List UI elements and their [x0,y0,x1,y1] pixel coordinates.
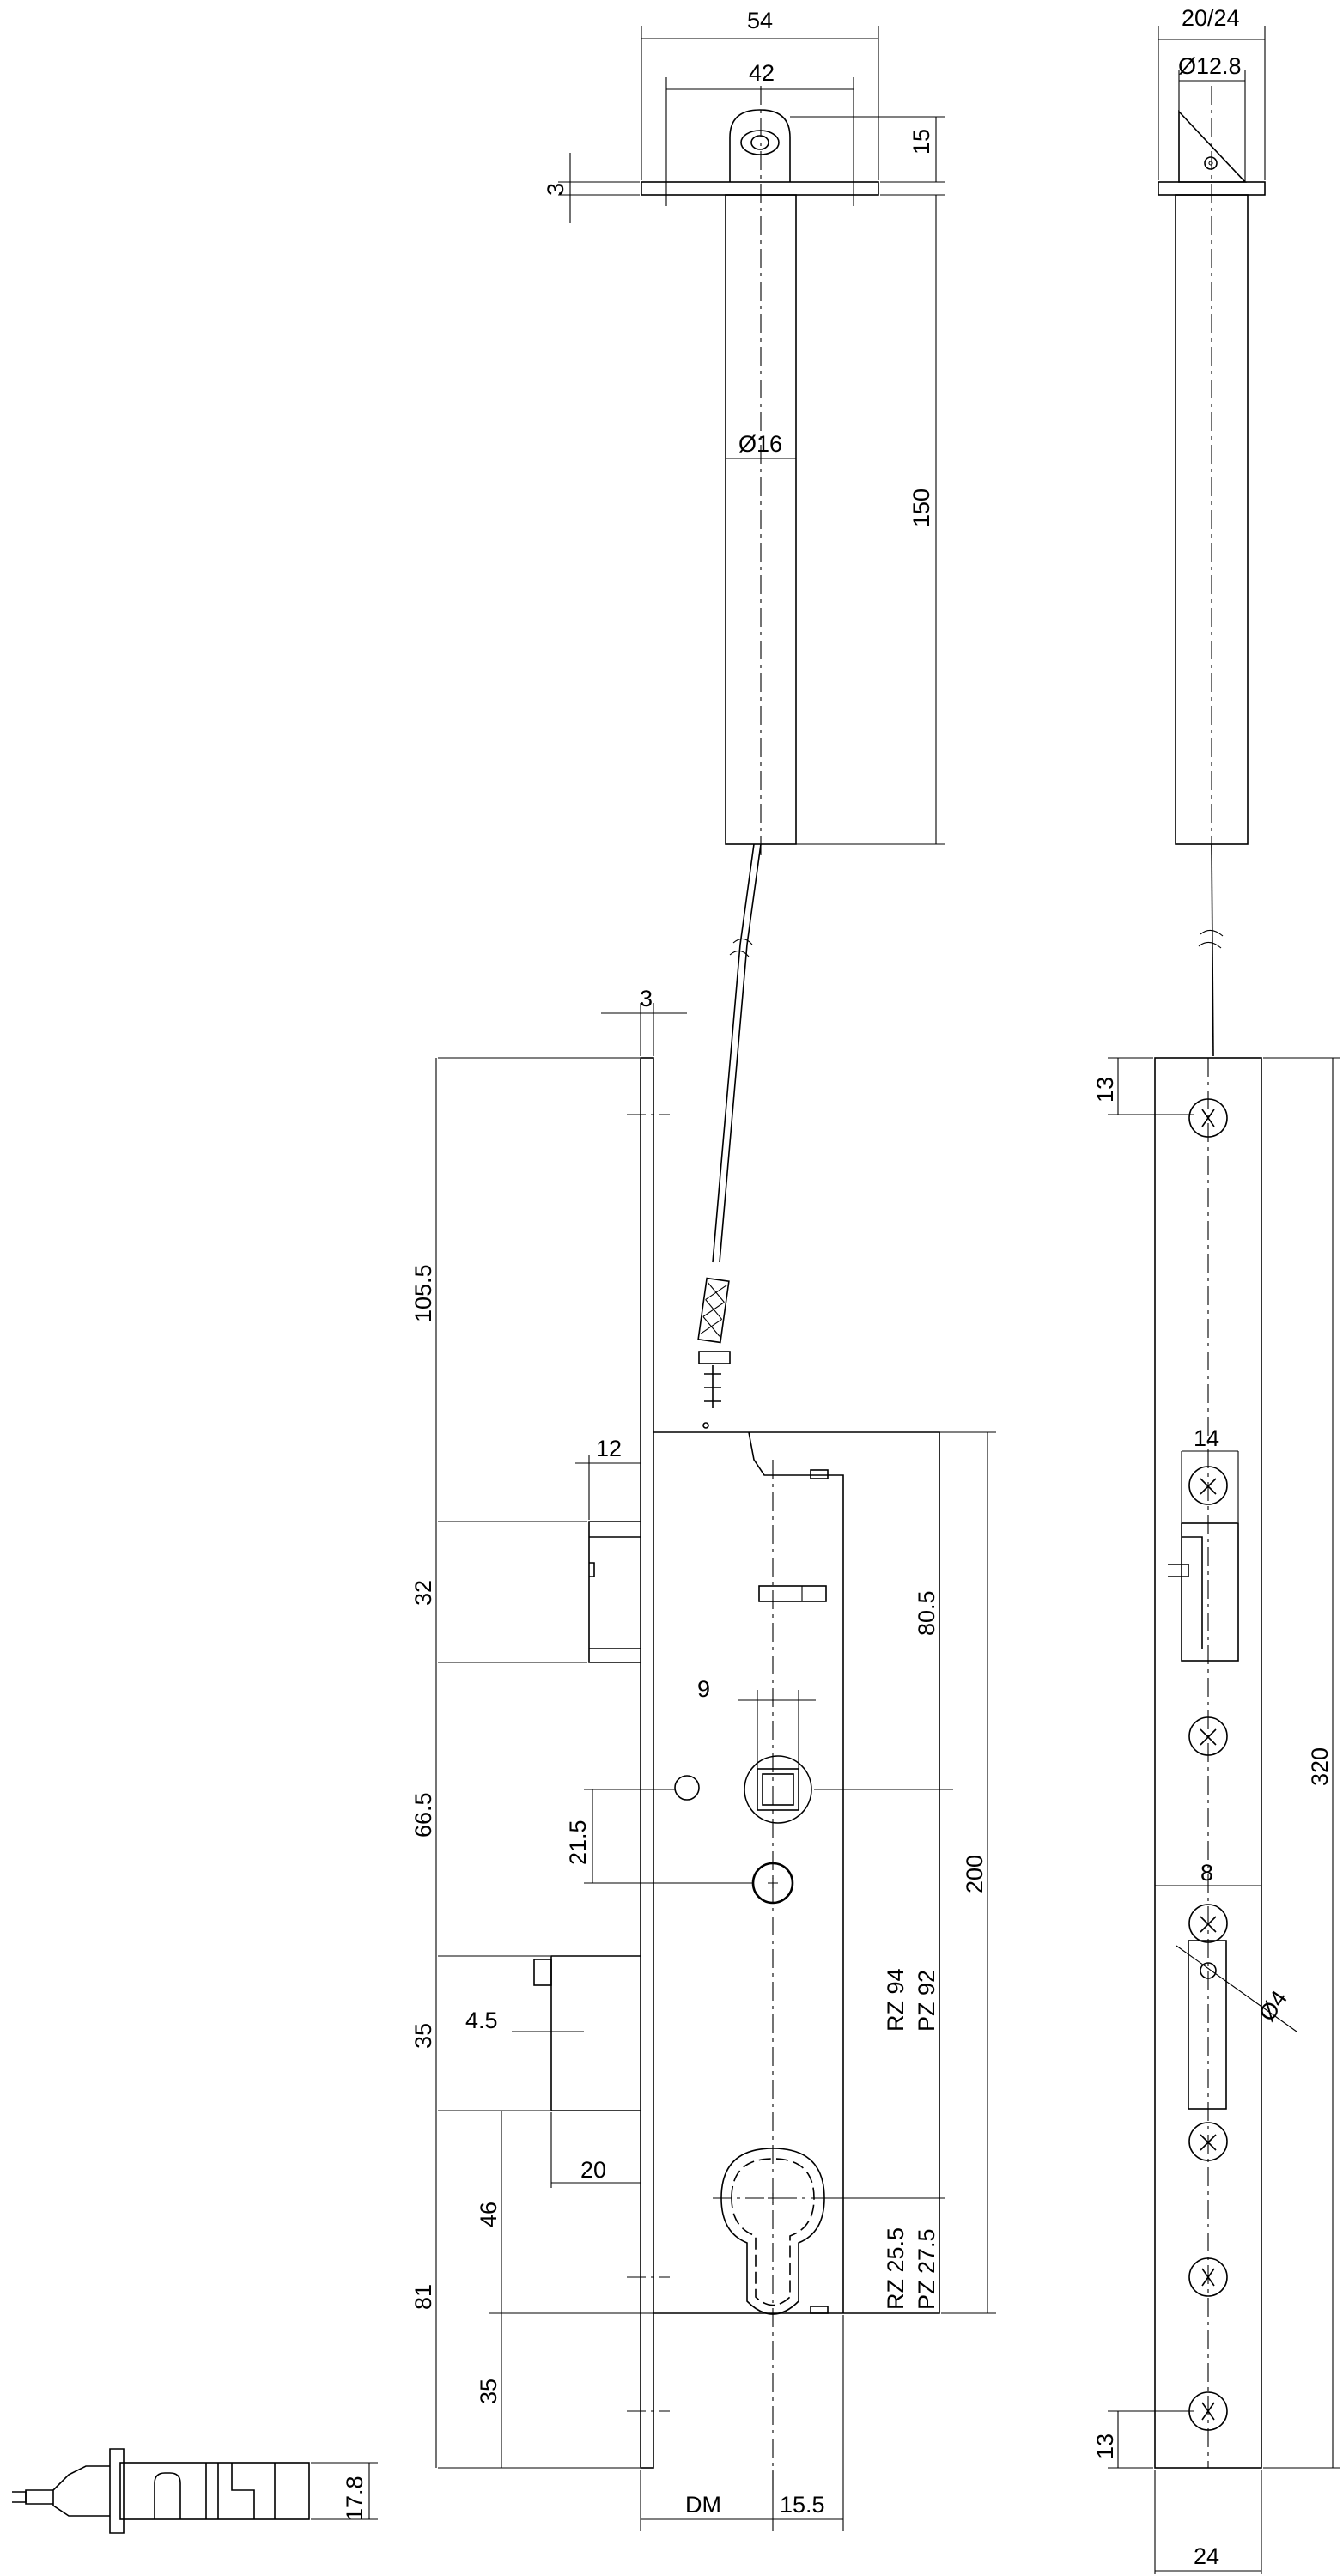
dim-cyl-offset: 46 [476,2202,501,2227]
dim-section-height: 17.8 [342,2476,368,2521]
lock-body-front: 3 105.5 32 66.5 35 81 12 80.5 200 RZ 94 … [410,986,996,2531]
dim-bolt-slot-width: 8 [1200,1860,1213,1886]
dim-mid-offset: 66.5 [410,1792,436,1838]
dim-latch-slot-width: 14 [1194,1425,1219,1451]
dim-pz-lower: PZ 27.5 [914,2228,939,2310]
dim-tab-height: 15 [908,129,934,155]
dim-tube-length: 150 [908,489,934,527]
dim-case-height: 200 [962,1855,988,1893]
dim-spindle-width: 9 [697,1676,710,1702]
dim-faceplate-width: 24 [1194,2543,1219,2569]
dim-backset: DM [685,2492,721,2518]
faceplate-side: 13 320 14 8 Ø4 13 24 [1092,1057,1340,2574]
section-view: 17.8 [12,2448,378,2534]
dim-faceplate-len: 320 [1307,1747,1333,1786]
dim-screw-top: 13 [1092,1077,1118,1103]
dim-flange-thickness: 3 [543,183,568,196]
dim-upper-offset: 105.5 [410,1264,436,1322]
dim-rz-lower: RZ 25.5 [883,2227,908,2310]
dim-spindle-to-hole: 21.5 [565,1820,591,1865]
dim-top-width: 54 [747,8,773,33]
dim-bolt-projection: 20 [580,2157,606,2183]
top-tube-front: 54 42 3 15 150 Ø16 [543,8,945,1429]
dim-latch-height: 32 [410,1580,436,1606]
dim-latch-projection: 12 [596,1436,622,1461]
dim-case-edge: 15.5 [780,2492,825,2518]
dim-side-width: 20/24 [1182,5,1240,31]
dim-pz-upper: PZ 92 [914,1970,939,2032]
dim-faceplate-thickness: 3 [640,986,653,1012]
dim-top-inner-width: 42 [749,60,775,86]
dim-bolt-step: 4.5 [465,2008,498,2033]
dim-side-hole: Ø12.8 [1178,53,1242,79]
dim-rz-upper: RZ 94 [883,1968,908,2032]
top-tube-side: 20/24 Ø12.8 [1158,5,1266,1057]
dim-screw-bottom: 13 [1092,2433,1118,2459]
dim-lower-offset: 81 [410,2284,436,2310]
dim-bolt-height: 35 [410,2023,436,2049]
dim-tube-diameter: Ø16 [738,431,782,457]
dim-spindle-offset: 80.5 [914,1590,939,1636]
dim-bottom-offset: 35 [476,2379,501,2404]
dim-screw-hole: Ø4 [1254,1986,1292,2026]
